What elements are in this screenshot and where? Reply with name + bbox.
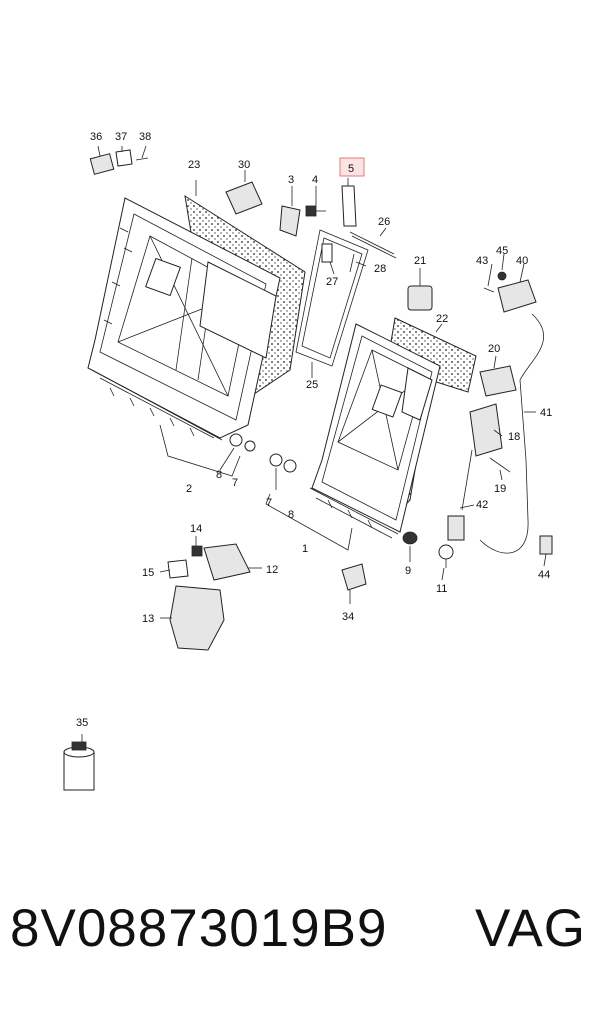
callout-18: 18 — [508, 431, 520, 443]
callout-26: 26 — [378, 216, 390, 228]
callout-30: 30 — [238, 159, 250, 171]
callout-43: 43 — [476, 255, 488, 267]
clip-14 — [191, 545, 203, 557]
callout-7b: 7 — [266, 497, 272, 509]
callout-35: 35 — [76, 717, 88, 729]
callout-2: 2 — [186, 483, 192, 495]
cap-9 — [402, 531, 418, 545]
callout-42: 42 — [476, 499, 488, 511]
rod-26 — [349, 231, 397, 259]
bracket-13 — [169, 585, 225, 651]
callout-15: 15 — [142, 567, 154, 579]
bolt-19 — [489, 457, 511, 473]
washer-7a — [244, 440, 256, 452]
callout-22: 22 — [436, 313, 448, 325]
housing-21 — [407, 285, 433, 311]
callout-45: 45 — [496, 245, 508, 257]
parts-diagram: 1 2 3 4 5 7 7 8 8 9 11 12 13 14 15 18 19… — [63, 131, 553, 791]
part-number: 8V08873019B9 — [10, 899, 388, 958]
callout-4: 4 — [312, 174, 318, 186]
highlight-box-5 — [339, 157, 365, 177]
cap-11 — [438, 544, 454, 560]
bracket-3 — [279, 205, 301, 237]
callout-28: 28 — [374, 263, 386, 275]
washer-8b — [283, 459, 297, 473]
callout-44: 44 — [538, 569, 550, 581]
callout-25: 25 — [306, 379, 318, 391]
callout-8b: 8 — [288, 509, 294, 521]
callout-41: 41 — [540, 407, 552, 419]
actuator-40 — [497, 279, 537, 313]
screw-4 — [305, 205, 326, 217]
seat-back-frame-left — [87, 194, 306, 441]
callout-11: 11 — [436, 583, 447, 595]
brand-name: VAG — [475, 899, 586, 958]
hinge-36 — [89, 153, 115, 175]
screw-38 — [135, 157, 149, 161]
callout-27: 27 — [326, 276, 338, 288]
callout-7a: 7 — [232, 477, 238, 489]
seat-back-frame-right — [309, 317, 477, 539]
plug-42 — [447, 515, 465, 541]
bracket-37 — [115, 149, 133, 167]
callout-9: 9 — [405, 565, 411, 577]
screw-43 — [483, 287, 495, 293]
callout-8a: 8 — [216, 469, 222, 481]
callout-13: 13 — [142, 613, 154, 625]
clip-5 — [341, 185, 357, 227]
cable-41 — [479, 313, 545, 554]
bezel-20 — [479, 365, 517, 397]
callout-14: 14 — [190, 523, 202, 535]
callout-36: 36 — [90, 131, 102, 143]
callout-5: 5 — [348, 163, 354, 175]
bushing-8a — [229, 433, 243, 447]
callout-12: 12 — [266, 564, 278, 576]
bushing-7b — [269, 453, 283, 467]
caption-bar: 8V08873019B9 VAG — [0, 898, 600, 978]
clip-44 — [539, 535, 553, 555]
clip-34 — [341, 563, 367, 591]
callout-19: 19 — [494, 483, 506, 495]
callout-20: 20 — [488, 343, 500, 355]
callout-21: 21 — [414, 255, 426, 267]
callout-40: 40 — [516, 255, 528, 267]
callout-labels: 1 2 3 4 5 7 7 8 8 9 11 12 13 14 15 18 19… — [76, 131, 552, 729]
callout-37: 37 — [115, 131, 127, 143]
callout-23: 23 — [188, 159, 200, 171]
lock-18 — [469, 403, 503, 457]
wire-frame — [295, 229, 369, 367]
can-35 — [63, 741, 95, 791]
callout-34: 34 — [342, 611, 354, 623]
cable-42 — [461, 449, 473, 511]
leader-lines — [81, 145, 547, 742]
callout-1: 1 — [302, 543, 308, 555]
cover-12 — [203, 543, 251, 581]
nut-45 — [497, 271, 507, 281]
callout-3: 3 — [288, 174, 294, 186]
clip-15 — [167, 559, 189, 579]
callout-38: 38 — [139, 131, 151, 143]
handle-cover-30 — [225, 181, 263, 215]
